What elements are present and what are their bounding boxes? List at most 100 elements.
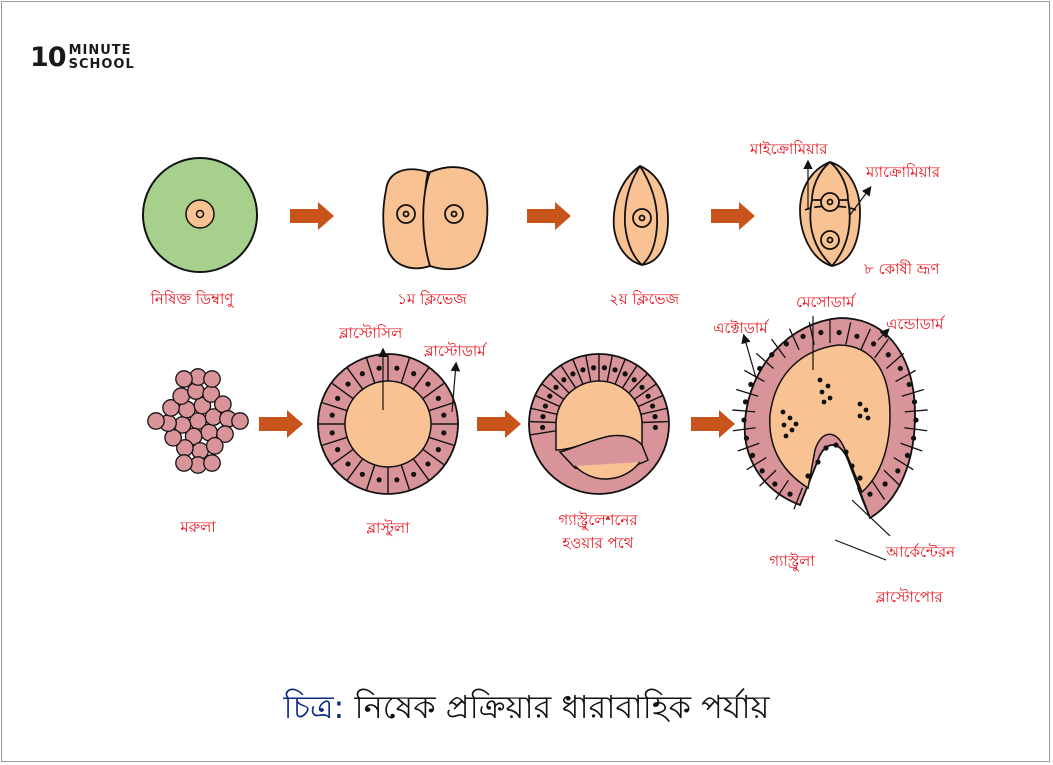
gastrula-cell-nucleus (787, 491, 793, 497)
early-gastrula-cell-wall (637, 394, 664, 408)
early-gastrula-cell-nucleus (540, 414, 546, 420)
label-blastocoel: ব্লাস্টোসিল (338, 324, 403, 342)
early-gastrula-cell-wall (621, 364, 638, 389)
blastula-cell-nucleus (411, 471, 417, 477)
gastrula-cell-nucleus (882, 481, 888, 487)
logo-word-school: SCHOOL (68, 56, 135, 72)
blastula-cell-nucleus (329, 412, 335, 418)
gastrula-cell-nucleus (895, 468, 901, 474)
blastula-cell-wall (330, 448, 354, 466)
morula-cell (147, 412, 165, 430)
early-gastrula-cell-nucleus (639, 384, 645, 390)
early-gastrula-cell-wall (584, 355, 592, 382)
blastula-cell-nucleus (359, 371, 365, 377)
early-gastrula-cell-wall (640, 407, 668, 416)
stage-arrow (290, 202, 334, 230)
gastrula-cell-wall (744, 369, 765, 383)
blastula-cell-nucleus (441, 430, 447, 436)
early-gastrula-cell-nucleus (570, 371, 576, 377)
label-gastrula: গ্যাস্ট্রুলা (769, 552, 815, 572)
morula-cell (175, 370, 193, 388)
early-gastrula-cell-wall (541, 383, 565, 400)
gastrula-cell-wall (895, 369, 916, 383)
stage-arrow (711, 202, 755, 230)
morula-cell (203, 370, 221, 388)
blastula-cell-wall (365, 464, 376, 491)
caption-text: নিষেক প্রক্রিয়ার ধারাবাহিক পর্যায় (354, 688, 770, 726)
label-micromere: মাইক্রোমিয়ার (749, 140, 828, 158)
label-eight-cell: ৮ কোষী ভ্রূণ (864, 260, 940, 278)
gastrula-cell-wall (793, 487, 803, 510)
blastula-cell-nucleus (376, 477, 382, 483)
gastrula-cell-nucleus (870, 341, 877, 347)
early-gastrula-cell-wall (529, 420, 557, 424)
early-gastrula-cell-wall (633, 383, 657, 400)
endoderm-cell-nucleus (843, 449, 849, 455)
gastrula-cell-wall (737, 442, 760, 452)
morula-cell (164, 428, 182, 447)
morula-cell (162, 399, 180, 417)
endoderm-pointer (877, 328, 890, 341)
gastrula-cell-nucleus (904, 452, 911, 458)
label-fertilized-egg: নিষিক্ত ডিম্বাণু (150, 290, 235, 308)
first-cleavage-embryo (382, 166, 489, 271)
label-ectoderm: এক্টোডার্ম (713, 319, 770, 337)
gastrula-cell-wall (755, 352, 775, 370)
gastrula-cell-wall (860, 328, 872, 350)
logo-number: 10 (30, 42, 67, 73)
endoderm-cell-nucleus (833, 442, 839, 448)
blastula-cell-nucleus (435, 447, 441, 453)
gastrula-cell-wall (900, 442, 923, 452)
early-gastrula-cell-wall (606, 355, 614, 382)
blastula-cell-nucleus (441, 412, 447, 418)
mesoderm-clusters (780, 377, 871, 439)
ten-minute-school-logo: 10 MINUTE SCHOOL (30, 42, 135, 73)
gastrula-cell-nucleus (906, 381, 912, 388)
gastrula-cell-wall (788, 328, 800, 350)
blastula-cell-nucleus (376, 365, 382, 371)
blastula-cell-wall (400, 464, 411, 491)
label-blastula: ব্লাস্টুলা (365, 519, 410, 537)
early-gastrula-cell-wall (529, 430, 557, 436)
blastula-cell-nucleus (411, 371, 417, 377)
early-gastrula-cell-wall (530, 407, 558, 416)
early-gastrula-cell-nucleus (542, 403, 549, 409)
label-first-cleavage: ১ম ক্লিভেজ (397, 290, 467, 308)
gastrula-cell-wall (904, 427, 928, 432)
ectoderm-pointer (741, 333, 757, 379)
label-macromere: ম্যাক্রোমিয়ার (865, 163, 941, 181)
early-gastrula-cell-nucleus (580, 367, 586, 373)
gastrula-cell-nucleus (818, 329, 824, 336)
gastrula-cell-nucleus (910, 435, 917, 441)
morula-cell (231, 412, 249, 430)
blastopore-pointer (834, 539, 887, 561)
gastrula-cell-nucleus (772, 481, 778, 487)
morula (147, 368, 249, 474)
early-gastrula-cell-nucleus (612, 367, 618, 373)
endoderm-cell-nucleus (849, 463, 855, 469)
early-gastrula-cell-wall (572, 358, 584, 385)
label-endoderm: এন্ডোডার্ম (886, 315, 946, 333)
blastula-cell-wall (422, 448, 446, 466)
early-gastrula-cell-wall (641, 420, 669, 424)
fertilized-egg (142, 157, 258, 273)
blastula-cell-wall (321, 436, 348, 447)
gastrula-cell-nucleus (854, 333, 860, 339)
figure-caption: চিত্র: নিষেক প্রক্রিয়ার ধারাবাহিক পর্যা… (0, 682, 1053, 736)
gastrula-cell-nucleus (867, 491, 873, 497)
label-blastopore: ব্লাস্টোপোর (875, 588, 943, 606)
early-gastrula (528, 353, 670, 495)
early-gastrula-cell-nucleus (590, 365, 597, 371)
gastrula-cell-wall (759, 469, 777, 487)
gastrula-cell-wall (904, 409, 928, 413)
early-gastrula-cell-nucleus (645, 393, 651, 399)
gastrula-cell-wall (893, 457, 914, 471)
stage-arrow (259, 410, 303, 438)
early-gastrula-cell-wall (549, 373, 570, 394)
gastrula-cell-nucleus (897, 365, 903, 372)
blastoderm-pointer (450, 361, 461, 413)
label-morula: মরুলা (179, 518, 216, 536)
blastula-cell-nucleus (345, 381, 351, 387)
blastula-cell-wall (428, 401, 455, 412)
blastula-cell-nucleus (394, 477, 400, 483)
